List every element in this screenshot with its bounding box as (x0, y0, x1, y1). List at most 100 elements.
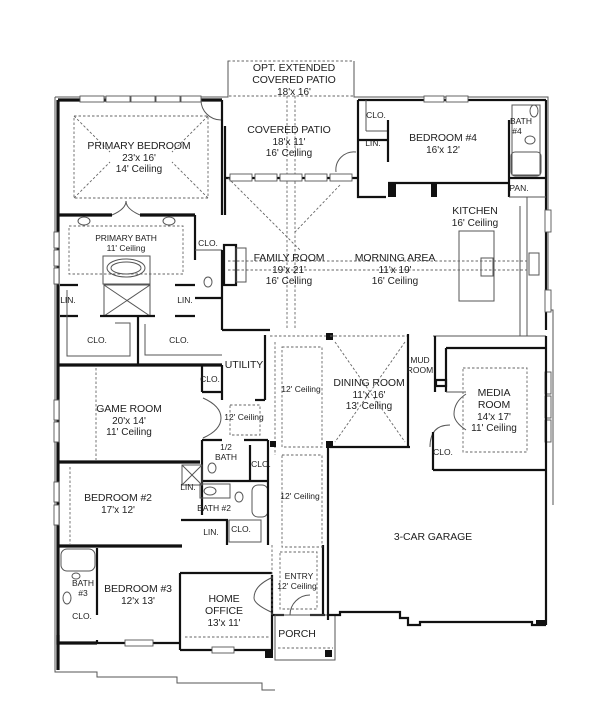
room-label-dining-room: DINING ROOM 11'x 16' 13' Ceiling (333, 377, 405, 412)
room-name: DINING ROOM (333, 377, 405, 389)
room-name: PORCH (278, 628, 316, 640)
room-dims: 13'x 11' (207, 617, 241, 629)
label-bath3: BATH (71, 578, 95, 588)
room-name: MEDIA (477, 387, 511, 399)
room-name: BEDROOM #3 (104, 583, 172, 595)
label-bath2: BATH #2 (197, 503, 231, 513)
room-name: GAME ROOM (96, 403, 162, 415)
room-label-bedroom-4: BEDROOM #4 16'x 12' (409, 132, 477, 156)
room-label-morning-area: MORNING AREA 11'x 19' 16' Ceiling (354, 252, 436, 287)
opt-extended-patio-outline (227, 60, 355, 330)
room-dims: 11'x 19' (378, 264, 412, 276)
column (326, 333, 333, 340)
room-label-bedroom-3: BEDROOM #3 12'x 13' (104, 583, 172, 607)
covered-patio-walls (223, 126, 358, 215)
room-ceiling: 13' Ceiling (345, 400, 393, 412)
label-clo-media: CLO. (433, 447, 453, 457)
media-room-walls (429, 209, 552, 625)
label-bath4-number: #4 (512, 126, 522, 136)
column (326, 441, 333, 448)
label-entry-ceiling: 12' Ceiling (277, 581, 317, 591)
label-pantry: PAN. (509, 183, 529, 193)
label-clo-bedroom4: CLO. (366, 110, 386, 120)
room-name: KITCHEN (452, 205, 498, 217)
room-label-covered-patio: COVERED PATIO 18'x 11' 16' Ceiling (247, 124, 331, 159)
room-ceiling: 14' Ceiling (115, 163, 163, 175)
room-dims: 11'x 16' (352, 389, 386, 401)
utility-walls (200, 328, 270, 439)
foyer-ceilings (270, 333, 335, 548)
room-name: COVERED PATIO (247, 124, 331, 136)
label-clo-half-bath: CLO. (251, 459, 271, 469)
room-name: PRIMARY BATH (95, 233, 157, 243)
room-dims: 23'x 16' (122, 152, 156, 164)
room-label-bedroom-2: BEDROOM #2 17'x 12' (84, 492, 152, 516)
label-hall-ceiling: 12' Ceiling (224, 412, 264, 422)
room-name: COVERED PATIO (252, 73, 336, 86)
room-name: FAMILY ROOM (253, 252, 325, 264)
room-name: UTILITY (224, 359, 264, 371)
room-ceiling: 11' Ceiling (106, 242, 146, 253)
room-label-porch: PORCH (278, 628, 316, 641)
room-label-primary-bath: PRIMARY BATH 11' Ceiling (95, 233, 157, 253)
label-lin-left: LIN. (60, 295, 76, 305)
label-bath4: BATH (509, 116, 533, 126)
label-lin-bath2b: LIN. (203, 527, 219, 537)
room-label-game-room: GAME ROOM 20'x 14' 11' Ceiling (96, 403, 162, 438)
room-name: OFFICE (205, 604, 243, 617)
entry-porch-walls (271, 545, 336, 661)
label-clo-left: CLO. (87, 335, 107, 345)
label-lin-bath2: LIN. (180, 482, 196, 492)
label-mud-room: ROOM (406, 365, 434, 375)
label-entry: ENTRY (284, 571, 314, 581)
room-ceiling: 16' Ceiling (451, 217, 499, 229)
label-foyer-ceiling-1: 12' Ceiling (281, 384, 321, 394)
garage-walls (328, 610, 546, 627)
room-label-family-room: FAMILY ROOM 19'x 21' 16' Ceiling (253, 252, 325, 287)
room-ceiling: 16' Ceiling (265, 147, 313, 159)
label-clo-bath2: CLO. (231, 524, 251, 534)
room-dims: 14'x 17' (477, 411, 511, 423)
room-dims: 12'x 13' (121, 595, 155, 607)
label-mud: MUD (410, 355, 430, 365)
room-name: OPT. EXTENDED (252, 62, 336, 74)
label-clo-bath3: CLO. (72, 611, 92, 621)
room-label-primary-bedroom: PRIMARY BEDROOM 23'x 16' 14' Ceiling (87, 140, 190, 175)
room-label-garage: 3-CAR GARAGE (394, 531, 472, 544)
room-dims: 18'x 16' (277, 86, 311, 98)
room-label-media-room: MEDIA ROOM 14'x 17' 11' Ceiling (471, 387, 517, 434)
room-label-home-office: HOME OFFICE 13'x 11' (205, 593, 243, 629)
label-clo-primary-bath: CLO. (198, 238, 218, 248)
room-name: ROOM (477, 398, 511, 411)
label-lin-right: LIN. (177, 295, 193, 305)
primary-bath-walls (53, 215, 224, 670)
room-ceiling: 11' Ceiling (106, 426, 152, 438)
room-dims: 18'x 11' (272, 136, 306, 148)
room-label-opt-extended-patio: OPT. EXTENDED COVERED PATIO 18'x 16' (252, 62, 336, 98)
room-ceiling: 16' Ceiling (371, 275, 419, 287)
room-ceiling: 11' Ceiling (471, 422, 517, 434)
room-name: BEDROOM #2 (84, 492, 152, 504)
room-name: MORNING AREA (354, 252, 436, 264)
label-half-bath-2: BATH (214, 452, 238, 462)
bedroom-2-walls (53, 467, 182, 548)
label-clo-right: CLO. (169, 335, 189, 345)
room-dims: 19'x 21' (272, 264, 306, 276)
room-dims: 20'x 14' (112, 415, 146, 427)
room-label-utility: UTILITY (224, 359, 264, 372)
room-ceiling: 16' Ceiling (265, 275, 313, 287)
label-clo-utility: CLO. (200, 374, 220, 384)
room-dims: 17'x 12' (101, 504, 135, 516)
bedroom-3-walls (56, 548, 182, 650)
primary-bedroom-walls (56, 95, 224, 217)
room-dims: 16'x 12' (426, 144, 460, 156)
label-foyer-ceiling-2: 12' Ceiling (280, 491, 320, 501)
room-label-kitchen: KITCHEN 16' Ceiling (451, 205, 499, 229)
room-name: HOME (208, 593, 240, 605)
label-bath3-number: #3 (78, 588, 88, 598)
room-name: BEDROOM #4 (409, 132, 477, 144)
label-lin-bedroom4: LIN. (365, 138, 381, 148)
label-half-bath: 1/2 (220, 442, 232, 452)
